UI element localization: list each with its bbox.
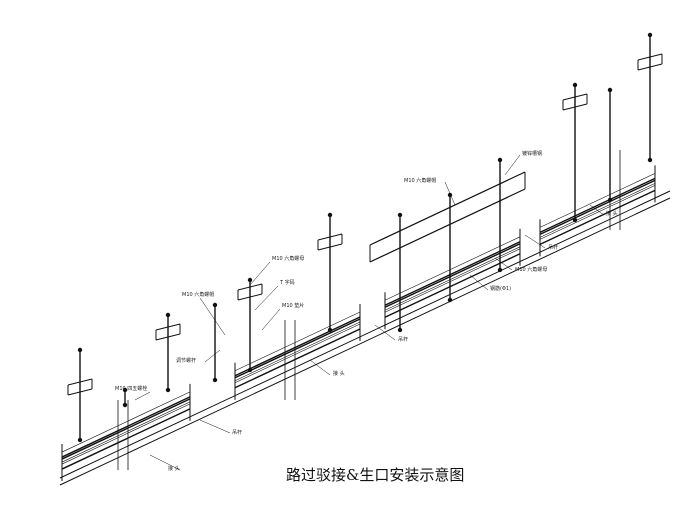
- nut: [247, 367, 253, 373]
- leader-line: [494, 257, 513, 271]
- label-nut-d: M10 六角螺母: [515, 267, 548, 273]
- leader-line: [374, 324, 396, 341]
- nut: [247, 277, 253, 283]
- nut: [397, 327, 403, 333]
- leader-line: [204, 349, 221, 363]
- rail-profile-line: [539, 189, 656, 246]
- leader-line: [589, 204, 605, 216]
- bracket: [317, 243, 343, 251]
- leader-line: [309, 359, 331, 376]
- channel-edge: [369, 171, 526, 246]
- label-bolt-a: M10 四五螺栓: [115, 386, 148, 392]
- leader-line: [249, 261, 271, 286]
- rail-profile-line: [61, 396, 191, 458]
- leader-line: [261, 308, 281, 331]
- rail-profile-line: [234, 316, 361, 377]
- bracket: [67, 378, 93, 386]
- label-rod-a: 吊杆: [232, 430, 243, 436]
- leader-line: [469, 274, 489, 291]
- leader-line: [199, 419, 231, 434]
- nut: [497, 267, 503, 273]
- label-joint-b: 接 头: [333, 371, 345, 377]
- rail-profile-line: [61, 401, 191, 463]
- leader-line: [504, 154, 521, 176]
- rail-profile-line: [539, 177, 656, 234]
- rail-profile-line: [61, 408, 191, 470]
- rail-profile-line: [61, 398, 191, 460]
- nut: [607, 87, 613, 93]
- nut: [647, 32, 653, 38]
- rail-profile-line: [234, 311, 361, 372]
- rail-profile-line: [384, 246, 521, 311]
- leader-line: [199, 297, 226, 336]
- nut: [447, 297, 453, 303]
- channel-edge: [369, 188, 526, 263]
- rail-profile-line: [61, 391, 191, 453]
- bar-edge: [59, 190, 671, 479]
- leader-line: [524, 234, 546, 249]
- bracket: [67, 388, 93, 396]
- label-rod-b: 吊杆: [398, 337, 409, 343]
- rail-profile-line: [234, 328, 361, 389]
- nut: [122, 402, 128, 408]
- leader-line: [444, 181, 456, 206]
- rail-profile-line: [61, 403, 191, 465]
- label-rod-c: 吊杆: [548, 245, 559, 251]
- nut: [572, 217, 578, 223]
- rail-profile-line: [234, 321, 361, 382]
- nut: [165, 312, 171, 318]
- rail-profile-line: [539, 173, 656, 228]
- label-nut-a: M10 六角螺母: [272, 256, 305, 262]
- bracket: [155, 323, 181, 331]
- label-nut-c: M10 六角螺帽: [404, 178, 437, 184]
- bracket: [317, 233, 343, 241]
- label-nut-b: M10 六角螺帽: [182, 292, 215, 298]
- nut: [77, 437, 83, 443]
- leader-line: [134, 391, 151, 401]
- label-joint-a: 接 头: [168, 466, 180, 472]
- bracket: [155, 333, 181, 341]
- rail-profile-line: [384, 253, 521, 318]
- nut: [497, 157, 503, 163]
- nut: [212, 302, 218, 308]
- rail-profile-line: [384, 241, 521, 306]
- nut: [327, 212, 333, 218]
- bracket: [237, 283, 263, 291]
- rail-profile-line: [384, 236, 521, 301]
- nut: [572, 82, 578, 88]
- bracket: [637, 53, 663, 61]
- leader-line: [149, 454, 181, 471]
- bracket: [562, 93, 588, 101]
- nut: [212, 377, 218, 383]
- rail-profile-line: [384, 243, 521, 308]
- label-rebar: 钢筋(Φ1): [490, 286, 512, 292]
- bracket: [562, 103, 588, 111]
- bar-edge: [59, 197, 671, 486]
- bracket: [237, 293, 263, 301]
- label-channel: 镀锌槽钢: [522, 151, 543, 157]
- label-washer: M10 垫片: [282, 303, 305, 309]
- leader-line: [254, 285, 279, 311]
- nut: [647, 157, 653, 163]
- label-t-clip: T 字码: [280, 280, 295, 286]
- bracket: [637, 63, 663, 71]
- rail-profile-line: [234, 323, 361, 384]
- diagram-title: 路过驳接&生口安装示意图: [286, 466, 465, 484]
- rail-profile-line: [234, 318, 361, 379]
- nut: [122, 387, 128, 393]
- label-joint-c: 接 头: [606, 211, 618, 217]
- nut: [165, 387, 171, 393]
- rail-profile-line: [384, 248, 521, 313]
- nut: [327, 327, 333, 333]
- label-adjust-rod: 调节螺杆: [176, 358, 197, 364]
- nut: [397, 212, 403, 218]
- nut: [77, 347, 83, 353]
- rail-profile-line: [539, 179, 656, 236]
- rail-profile-line: [539, 185, 656, 240]
